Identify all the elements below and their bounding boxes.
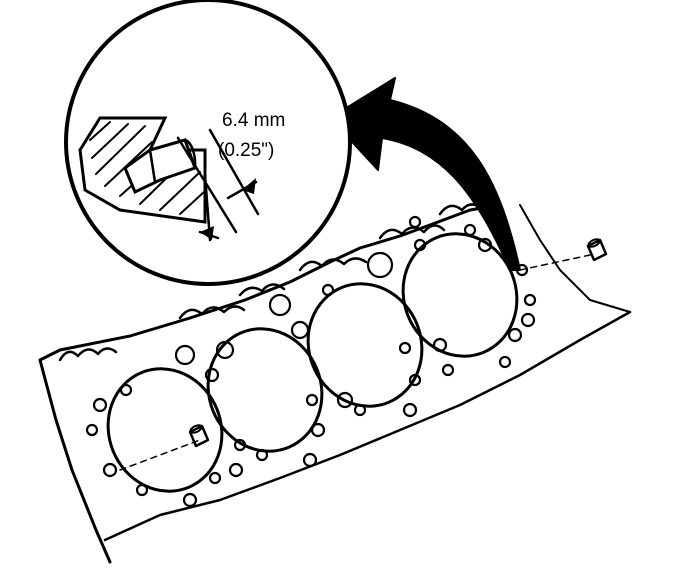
bore-2 [206, 327, 324, 453]
detail-callout: 6.4 mm (0.25") [64, 0, 352, 286]
bore-1 [106, 367, 224, 493]
dowel-pin-right [586, 238, 608, 262]
bolt-holes [85, 215, 537, 508]
bore-4 [401, 232, 519, 358]
gasket-body [38, 203, 632, 564]
dimension-label-mm: 6.4 mm [222, 110, 285, 131]
curved-arrow [329, 77, 521, 271]
dimension-arrows [198, 178, 258, 240]
dimension-label-in: (0.25") [218, 140, 274, 161]
cylinder-bores [106, 232, 519, 493]
dowel-pin-detail [123, 138, 197, 195]
dowel-pin-left [188, 424, 210, 448]
bore-3 [306, 282, 424, 408]
